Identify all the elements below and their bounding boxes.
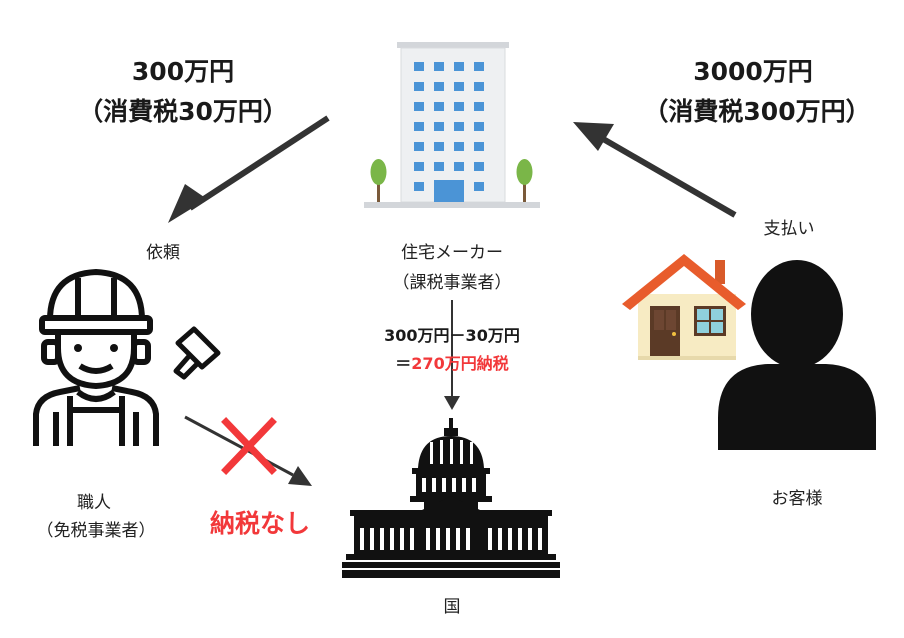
tax-arrow-head bbox=[444, 396, 460, 410]
maker-name: 住宅メーカー bbox=[401, 243, 503, 263]
contractor-amount: 300万円 bbox=[131, 57, 235, 86]
calculation-equals: ＝ bbox=[395, 354, 412, 373]
calculation-line: 300万円－30万円 bbox=[384, 326, 520, 345]
payment-arrow-head bbox=[573, 122, 614, 151]
craftsman-name: 職人 bbox=[77, 493, 111, 513]
no-tax-label: 納税なし bbox=[209, 509, 310, 538]
customer-tax: （消費税300万円） bbox=[643, 97, 871, 126]
calculation-result-line: ＝270万円納税 bbox=[350, 350, 554, 374]
calculation-result: 270万円納税 bbox=[411, 354, 509, 373]
payment-label: 支払い bbox=[763, 219, 815, 239]
customer-label: お客様 bbox=[771, 489, 823, 509]
maker-status: （課税事業者） bbox=[392, 273, 512, 293]
craftsman-status: （免税事業者） bbox=[36, 521, 156, 541]
payment-arrow-line bbox=[596, 133, 737, 218]
contractor-tax: （消費税30万円） bbox=[78, 97, 288, 126]
hammer-icon bbox=[173, 326, 221, 380]
cross-mark-icon bbox=[221, 417, 277, 475]
request-label: 依頼 bbox=[146, 243, 180, 263]
customer-amount: 3000万円 bbox=[693, 57, 813, 86]
request-arrow-head bbox=[168, 184, 207, 223]
request-arrow-line bbox=[188, 115, 330, 211]
customer-silhouette-icon bbox=[718, 260, 876, 450]
house-icon bbox=[622, 254, 746, 360]
country-label: 国 bbox=[443, 597, 461, 617]
no-tax-arrow-head bbox=[288, 466, 312, 486]
craftsman-icon bbox=[33, 269, 159, 446]
no-tax-arrow-line bbox=[184, 415, 294, 477]
capitol-building-icon bbox=[342, 418, 560, 578]
office-building-icon bbox=[364, 42, 540, 208]
